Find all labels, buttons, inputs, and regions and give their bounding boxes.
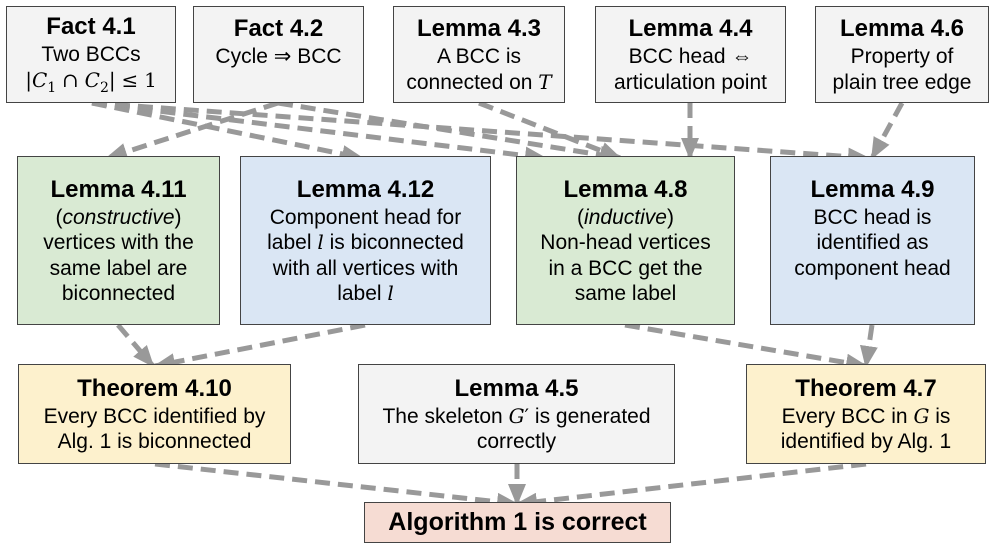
node-text: articulation point — [614, 70, 767, 94]
node-title: Lemma 4.9 — [810, 176, 935, 204]
node-text: label l is biconnected — [267, 230, 464, 255]
arrow-theorem47-to-algorithm1 — [515, 461, 867, 511]
arrow-lemma46-to-lemma49 — [869, 101, 905, 160]
node-text: A BCC is — [436, 45, 522, 69]
node-text: correctly — [476, 430, 557, 453]
node-lemma-4-11: Lemma 4.11 (constructive) vertices with … — [17, 156, 220, 325]
node-title: Lemma 4.5 — [454, 374, 579, 402]
node-text: Every BCC in G is — [781, 403, 951, 428]
node-title: Fact 4.2 — [233, 15, 324, 43]
node-title: Algorithm 1 is correct — [388, 507, 647, 536]
node-title: Theorem 4.10 — [77, 374, 232, 402]
node-text: same label are — [49, 256, 188, 280]
node-lemma-4-9: Lemma 4.9 BCC head is identified as comp… — [770, 156, 975, 325]
node-text: connected on T — [406, 69, 552, 94]
node-text: label l — [337, 280, 394, 305]
arrow-lemma49-to-theorem47 — [859, 324, 878, 368]
node-text: Cycle ⇒ BCC — [215, 45, 342, 69]
node-text: in a BCC get the — [548, 256, 703, 280]
node-text: identified by Alg. 1 — [780, 430, 952, 453]
node-text: BCC head is — [813, 206, 932, 230]
arrow-fact42-to-lemma48 — [277, 100, 622, 164]
node-lemma-4-3: Lemma 4.3 A BCC is connected on T — [393, 6, 565, 103]
arrow-fact42-to-lemma411 — [105, 100, 279, 161]
node-text: The skeleton G′ is generated — [382, 403, 651, 428]
node-text: biconnected — [61, 281, 176, 305]
node-lemma-4-8: Lemma 4.8 (inductive) Non-head vertices … — [516, 156, 735, 325]
node-text: Alg. 1 is biconnected — [57, 430, 252, 453]
arrow-fact41-to-lemma49 — [91, 100, 870, 166]
node-title: Lemma 4.11 — [50, 176, 187, 204]
node-lemma-4-5: Lemma 4.5 The skeleton G′ is generated c… — [358, 364, 675, 464]
node-text: identified as — [816, 231, 929, 255]
node-fact-4-2: Fact 4.2 Cycle ⇒ BCC — [193, 6, 364, 103]
node-fact-4-1: Fact 4.1 Two BCCs |C1 ∩ C2| ≤ 1 — [6, 6, 176, 103]
node-text: Component head for — [269, 206, 462, 230]
node-text: component head — [794, 256, 951, 280]
node-title: Lemma 4.3 — [416, 15, 542, 43]
node-title: Theorem 4.7 — [795, 374, 937, 402]
node-qualifier: (inductive) — [577, 206, 674, 230]
arrow-fact41-to-lemma48 — [91, 100, 547, 165]
node-text: with all vertices with — [272, 256, 459, 280]
arrow-lemma411-to-theorem410 — [116, 323, 155, 368]
node-text: Property of — [850, 45, 954, 69]
arrow-lemma412-to-theorem410 — [153, 322, 366, 372]
node-text: vertices with the — [43, 231, 194, 255]
node-qualifier: (constructive) — [55, 206, 182, 230]
arrow-lemma43-to-lemma48 — [478, 100, 622, 161]
node-text: Two BCCs — [41, 43, 141, 67]
node-lemma-4-12: Lemma 4.12 Component head for label l is… — [240, 156, 491, 325]
node-theorem-4-7: Theorem 4.7 Every BCC in G is identified… — [746, 364, 986, 464]
node-formula: |C1 ∩ C2| ≤ 1 — [25, 67, 157, 96]
node-lemma-4-6: Lemma 4.6 Property of plain tree edge — [815, 6, 989, 103]
node-title: Fact 4.1 — [46, 13, 136, 41]
node-text: plain tree edge — [832, 70, 972, 94]
node-theorem-4-10: Theorem 4.10 Every BCC identified by Alg… — [18, 364, 291, 464]
node-title: Lemma 4.6 — [839, 15, 965, 43]
node-text: Non-head vertices — [540, 231, 711, 255]
arrow-theorem410-to-algorithm1 — [154, 461, 519, 511]
node-text: Every BCC identified by — [43, 404, 266, 428]
node-title: Lemma 4.4 — [628, 15, 753, 43]
arrow-lemma48-to-theorem47 — [624, 322, 868, 372]
node-title: Lemma 4.12 — [296, 176, 435, 204]
node-title: Lemma 4.8 — [563, 176, 688, 204]
node-text: same label — [574, 281, 677, 305]
node-text: BCC head ⇔ — [628, 45, 753, 69]
node-lemma-4-4: Lemma 4.4 BCC head ⇔ articulation point — [595, 6, 786, 103]
node-algorithm-1-correct: Algorithm 1 is correct — [364, 502, 671, 543]
